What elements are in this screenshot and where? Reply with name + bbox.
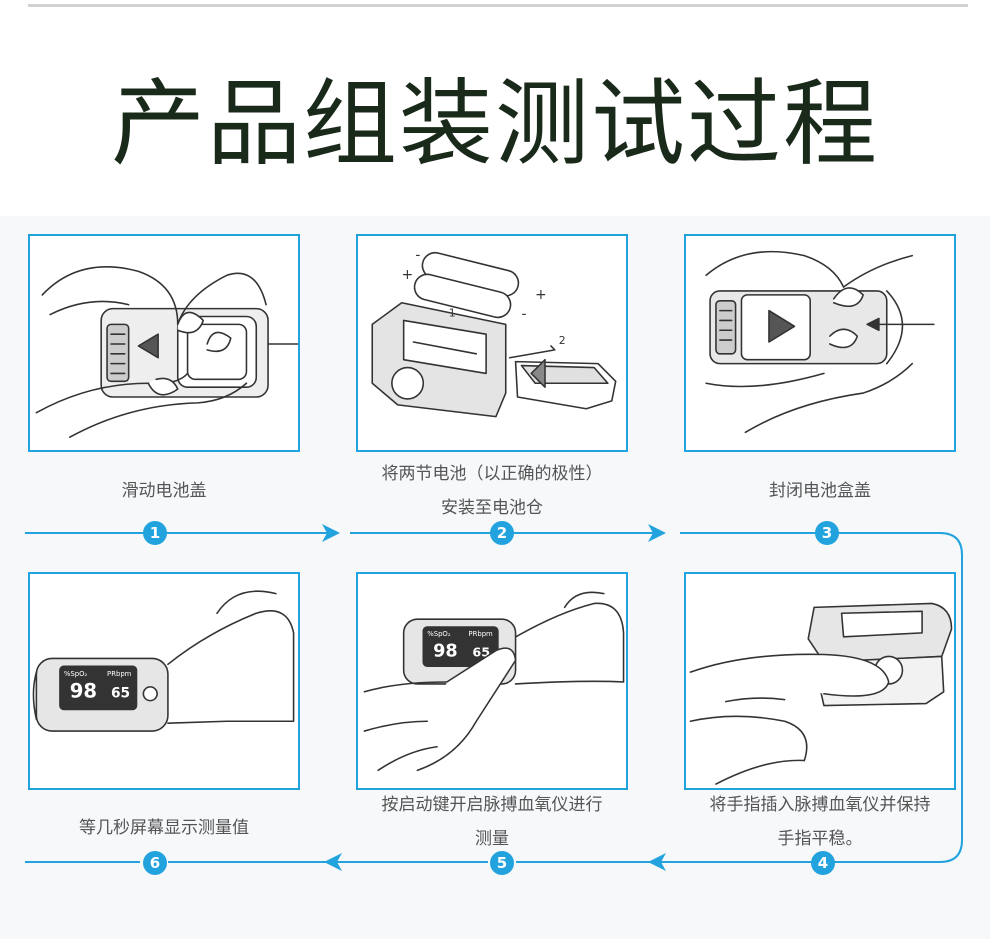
oximeter-screen: [59, 665, 138, 711]
step-3-caption-line-1: 封闭电池盒盖: [769, 481, 871, 501]
step-5-caption: 按启动键开启脉搏血氧仪进行 测量: [342, 788, 642, 856]
step-5-illustration: %SpO₂ PRbpm 98 65: [356, 572, 628, 790]
thumb-top: [832, 287, 864, 308]
oximeter-display-window: [840, 610, 923, 638]
page-title: 产品组装测试过程: [110, 70, 879, 179]
battery-minus-label: -: [415, 248, 420, 264]
battery-plus-label: +: [402, 267, 414, 283]
battery-plus-label-2: +: [535, 287, 547, 303]
pr-value: 65: [111, 686, 130, 702]
pr-header: PRbpm: [107, 670, 132, 678]
step-3-illustration: [684, 234, 956, 452]
step-2-caption-line-2: 安装至电池仓: [441, 498, 543, 518]
finger: [504, 602, 625, 685]
step-4-illustration: [684, 572, 956, 790]
step-3-badge: 3: [815, 521, 839, 545]
push-arrow-head: [866, 317, 880, 332]
battery-2: [413, 273, 512, 319]
power-button: [391, 366, 425, 400]
step-1-illustration: [28, 234, 300, 452]
grip-ridges: [106, 323, 130, 383]
slide-arrow: [137, 333, 159, 359]
step-2-caption: 将两节电池（以正确的极性） 安装至电池仓: [342, 457, 642, 525]
step-2-badge: 2: [490, 521, 514, 545]
spo2-header: %SpO₂: [64, 670, 88, 678]
thumb-bottom: [829, 328, 859, 349]
step-2-caption-line-1: 将两节电池（以正确的极性）: [381, 464, 603, 484]
pressing-finger: [416, 647, 517, 772]
oximeter-screen: [422, 626, 499, 668]
step-1-caption-line-1: 滑动电池盖: [121, 481, 207, 501]
finger: [689, 653, 890, 697]
step-1-caption: 滑动电池盖: [14, 474, 314, 508]
step-6-caption-line-1: 等几秒屏幕显示测量值: [79, 818, 249, 838]
power-button: [142, 686, 158, 702]
step-4-badge: 4: [811, 851, 835, 875]
step-1-badge: 1: [143, 521, 167, 545]
step-4-caption-line-2: 手指平稳。: [777, 829, 863, 849]
hand-bottom: [35, 372, 189, 414]
top-divider: [28, 4, 968, 7]
hand-top: [705, 250, 845, 288]
step-4-caption-line-1: 将手指插入脉搏血氧仪并保持: [709, 795, 931, 815]
finger: [167, 610, 295, 724]
step-6-caption: 等几秒屏幕显示测量值: [14, 811, 314, 845]
slide-arrow: [768, 309, 796, 343]
battery-compartment: [402, 319, 487, 375]
step-5-caption-line-2: 测量: [475, 829, 509, 849]
hand-top: [41, 266, 179, 326]
spo2-header: %SpO₂: [427, 630, 451, 638]
spo2-value: 98: [70, 680, 97, 703]
step-5-caption-line-1: 按启动键开启脉搏血氧仪进行: [381, 795, 603, 815]
grip-ridges: [715, 300, 737, 355]
step-3-caption: 封闭电池盒盖: [670, 474, 970, 508]
label-2: 2: [559, 334, 566, 347]
step-2-illustration: - + + - 1 2: [356, 234, 628, 452]
step-5-badge: 5: [490, 851, 514, 875]
step-6-illustration: %SpO₂ PRbpm 98 65: [28, 572, 300, 790]
spo2-value: 98: [433, 641, 458, 661]
battery-minus-label-2: -: [521, 306, 526, 322]
slide-arrow: [530, 358, 546, 388]
thumb-left: [176, 311, 205, 334]
step-4-caption: 将手指插入脉搏血氧仪并保持 手指平稳。: [670, 788, 970, 856]
step-6-badge: 6: [143, 851, 167, 875]
pr-header: PRbpm: [468, 630, 493, 638]
hand-back: [363, 681, 448, 693]
label-1: 1: [449, 306, 456, 319]
hand-bottom: [705, 372, 825, 388]
